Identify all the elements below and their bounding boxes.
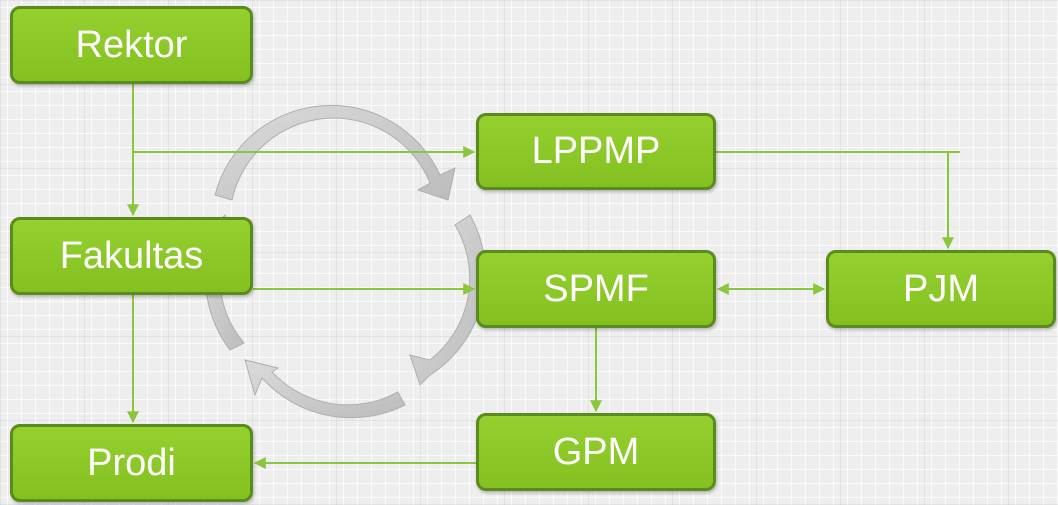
cycle-arrow-bottom [244,359,406,419]
cycle-arrow-right [409,214,486,386]
node-rektor: Rektor [10,6,253,84]
node-fakultas: Fakultas [10,217,253,295]
node-prodi-label: Prodi [87,441,176,484]
node-pjm-label: PJM [903,267,979,310]
node-pjm: PJM [826,250,1056,328]
node-lppmp-label: LPPMP [531,130,661,172]
node-spmf-label: SPMF [543,267,649,310]
node-lppmp: LPPMP [476,113,716,190]
cycle-arrow-top [214,104,456,201]
node-prodi: Prodi [10,424,253,502]
node-fakultas-label: Fakultas [59,234,204,277]
node-rektor-label: Rektor [75,23,188,66]
node-spmf: SPMF [476,250,716,328]
node-gpm: GPM [476,413,716,491]
node-gpm-label: GPM [552,430,640,473]
